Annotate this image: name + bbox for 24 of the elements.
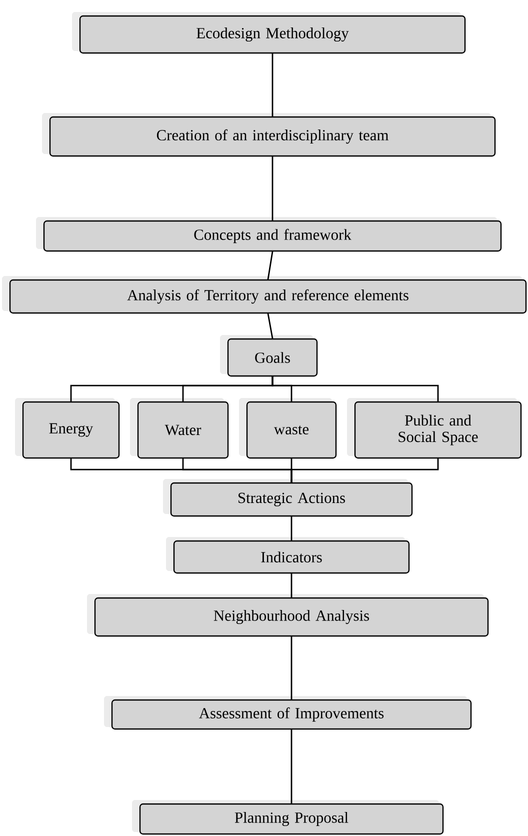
connector-line <box>272 52 274 118</box>
connector-line <box>290 636 292 700</box>
process-box: Strategic Actions <box>163 479 413 517</box>
process-box: Creation of an interdisciplinary team <box>42 113 496 157</box>
process-box: Goals <box>220 335 318 377</box>
connector-line <box>290 458 439 484</box>
connector-line <box>290 516 292 542</box>
process-box: Concepts and framework <box>36 217 502 252</box>
process-box: Water <box>130 398 229 459</box>
connector-line <box>272 156 274 222</box>
process-box: waste <box>239 398 337 459</box>
process-box: Ecodesign Methodology <box>72 12 466 54</box>
process-box: Energy <box>15 398 120 459</box>
process-box: Assessment of Improvements <box>104 696 472 730</box>
connector-line <box>290 572 292 598</box>
process-box: Public and Social Space <box>347 398 522 459</box>
process-box: Analysis of Territory and reference elements <box>2 276 527 314</box>
connector-line <box>267 250 274 280</box>
process-box: Planning Proposal <box>132 800 444 835</box>
connector-line <box>272 376 439 402</box>
connector-line <box>290 728 292 804</box>
connector-line <box>267 312 274 340</box>
process-box: Neighbourhood Analysis <box>87 594 489 637</box>
process-box: Indicators <box>166 537 410 574</box>
